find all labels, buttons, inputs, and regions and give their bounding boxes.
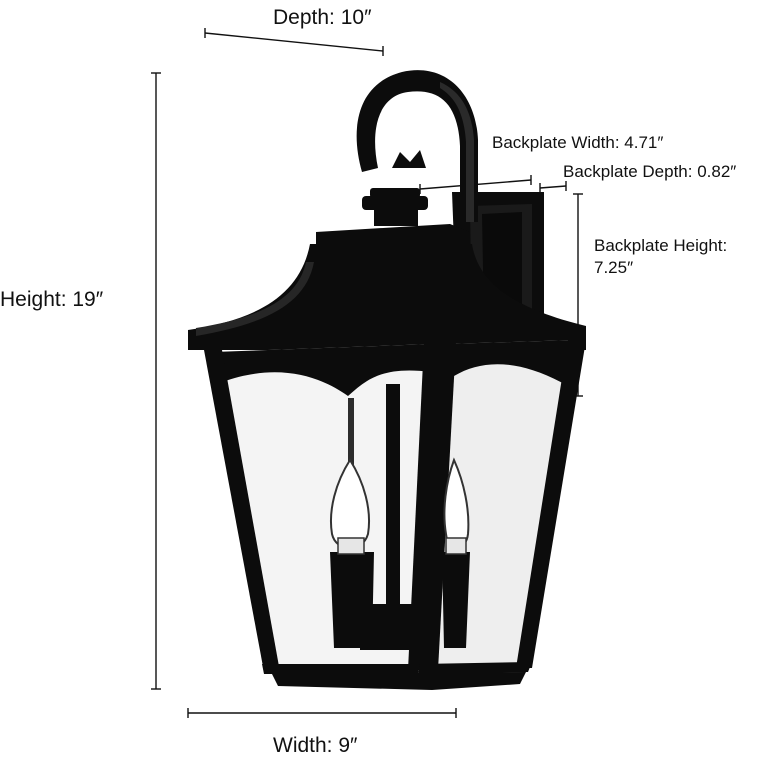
dimension-lines xyxy=(151,28,583,718)
bottom-frame xyxy=(262,664,420,674)
top-cap xyxy=(316,224,470,246)
depth-dimension-line xyxy=(204,32,384,52)
width-label: Width: 9″ xyxy=(273,734,358,757)
frame-center-post xyxy=(408,342,456,670)
backplate-depth-label: Backplate Depth: 0.82″ xyxy=(563,162,737,181)
backplate-height-label-line1: Backplate Height: xyxy=(594,236,728,255)
lantern-fixture xyxy=(188,70,586,690)
backplate-depth-dimension-line xyxy=(539,185,567,189)
depth-label: Depth: 10″ xyxy=(273,6,372,29)
inner-arch-right xyxy=(446,340,574,386)
backplate-height-label-line2: 7.25″ xyxy=(594,258,634,277)
finial xyxy=(392,150,426,168)
height-label: Height: 19″ xyxy=(0,288,104,311)
inner-arch-left xyxy=(214,344,432,396)
right-candle-cup xyxy=(442,552,470,648)
scroll-hook xyxy=(356,70,478,222)
frame-left-post xyxy=(204,350,280,672)
base xyxy=(272,672,526,690)
frame-right-post xyxy=(516,340,586,668)
center-stem xyxy=(386,384,400,624)
glass-front-left xyxy=(214,344,432,668)
backplate-width-label: Backplate Width: 4.71″ xyxy=(492,133,664,152)
roof xyxy=(188,244,586,350)
